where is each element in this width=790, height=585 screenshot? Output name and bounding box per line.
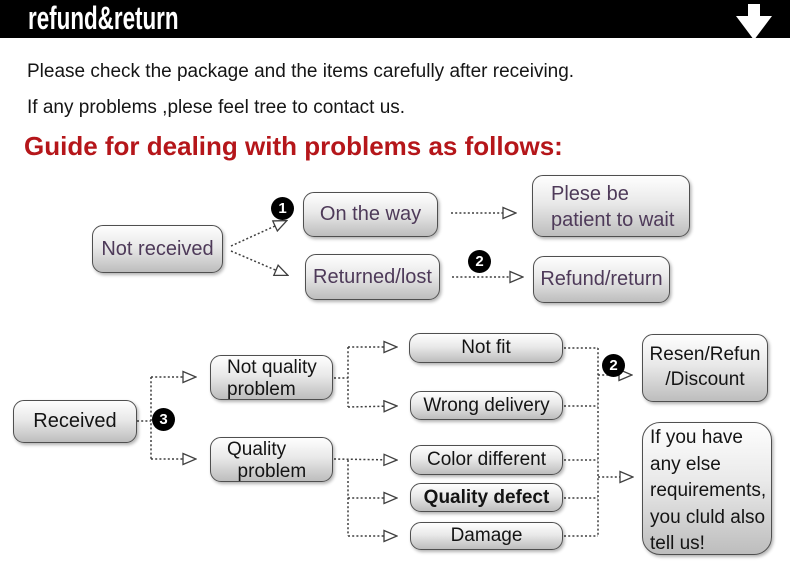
node-damage: Damage — [410, 522, 563, 550]
node-returned-lost: Returned/lost — [305, 254, 440, 300]
step-badge-2-resend: 2 — [602, 354, 625, 377]
banner: refund&return — [0, 0, 790, 40]
step-badge-2: 2 — [468, 250, 491, 273]
node-not-fit: Not fit — [409, 333, 563, 363]
node-not-received: Not received — [92, 225, 223, 273]
node-refund-return: Refund/return — [533, 256, 670, 303]
intro-line-1: Please check the package and the items c… — [27, 61, 575, 82]
node-color-different: Color different — [410, 445, 563, 475]
node-resend-refund-discount: Resen/Refun /Discount — [642, 334, 768, 402]
connector-lines — [137, 213, 632, 536]
node-on-the-way: On the way — [303, 192, 438, 237]
node-please-be-patient: Plese be patient to wait — [532, 175, 690, 237]
step-badge-1: 1 — [271, 197, 294, 220]
node-other-requirements: If you have any else requirements, you c… — [642, 422, 772, 555]
down-arrow-icon — [736, 4, 772, 40]
guide-heading: Guide for dealing with problems as follo… — [24, 131, 563, 161]
node-wrong-delivery: Wrong delivery — [410, 391, 563, 420]
node-not-quality-problem: Not quality problem — [210, 355, 333, 400]
intro-line-2: If any problems ,plese feel tree to cont… — [27, 97, 406, 118]
node-received: Received — [13, 400, 137, 443]
node-quality-problem: Quality problem — [210, 437, 333, 482]
node-quality-defect: Quality defect — [410, 483, 563, 512]
step-badge-3: 3 — [152, 408, 175, 431]
banner-title: refund&return — [28, 0, 179, 36]
